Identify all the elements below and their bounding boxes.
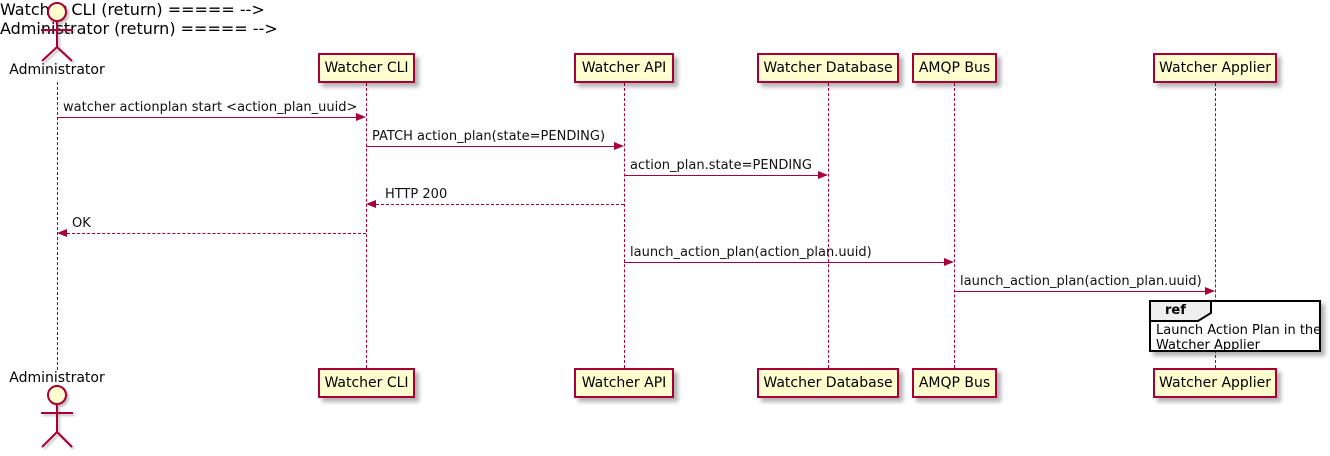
- message-line: [376, 204, 624, 205]
- participant-watcher-applier-bottom: Watcher Applier: [1153, 368, 1277, 398]
- message-label: launch_action_plan(action_plan.uuid): [630, 245, 872, 260]
- message-line: [57, 117, 356, 118]
- participant-watcher-database-bottom: Watcher Database: [757, 368, 899, 398]
- ref-keyword: ref: [1165, 303, 1186, 318]
- message-label: watcher actionplan start <action_plan_uu…: [63, 100, 358, 115]
- arrowhead-right-icon: [818, 171, 828, 179]
- arrowhead-left-icon: [57, 229, 67, 237]
- arrowhead-right-icon: [1205, 287, 1215, 295]
- message-label: launch_action_plan(action_plan.uuid): [960, 274, 1202, 289]
- ref-tag-pentagon-icon: [1149, 300, 1212, 322]
- lifeline-administrator: [57, 82, 58, 370]
- participant-watcher-api-bottom: Watcher API: [574, 368, 674, 398]
- ref-fragment: ref Launch Action Plan in the Watcher Ap…: [1149, 300, 1321, 353]
- lifeline-amqp-bus: [954, 83, 955, 368]
- message-line: [624, 262, 944, 263]
- participant-watcher-api-top: Watcher API: [574, 53, 674, 83]
- actor-icon-bottom: [41, 385, 73, 448]
- lifeline-watcher-api: [624, 83, 625, 368]
- message-line: [624, 175, 818, 176]
- message-line: [67, 233, 366, 234]
- actor-icon-top: [41, 2, 73, 62]
- message-label: PATCH action_plan(state=PENDING): [372, 129, 606, 144]
- message-label: OK: [72, 216, 91, 231]
- participant-amqp-bus-bottom: AMQP Bus: [912, 368, 997, 398]
- message-label: action_plan.state=PENDING: [630, 158, 812, 173]
- lifeline-watcher-database: [828, 83, 829, 368]
- message-line: [954, 291, 1205, 292]
- message-line: [366, 146, 614, 147]
- actor-label-top: Administrator: [9, 62, 105, 78]
- lifeline-watcher-cli: [366, 83, 367, 368]
- participant-watcher-cli-top: Watcher CLI: [318, 53, 415, 83]
- message-label: HTTP 200: [385, 187, 448, 202]
- ref-body-text: Launch Action Plan in the Watcher Applie…: [1156, 323, 1321, 353]
- lifeline-watcher-applier: [1215, 83, 1216, 368]
- participant-watcher-cli-bottom: Watcher CLI: [318, 368, 415, 398]
- participant-watcher-applier-top: Watcher Applier: [1153, 53, 1277, 83]
- arrowhead-right-icon: [614, 142, 624, 150]
- arrowhead-right-icon: [356, 113, 366, 121]
- participant-amqp-bus-top: AMQP Bus: [912, 53, 997, 83]
- ref-body-line: Launch Action Plan in the: [1156, 323, 1322, 338]
- participant-watcher-database-top: Watcher Database: [757, 53, 899, 83]
- ref-body-line: Watcher Applier: [1156, 338, 1260, 353]
- actor-label-bottom: Administrator: [9, 370, 105, 386]
- arrowhead-right-icon: [944, 258, 954, 266]
- arrowhead-left-icon: [366, 200, 376, 208]
